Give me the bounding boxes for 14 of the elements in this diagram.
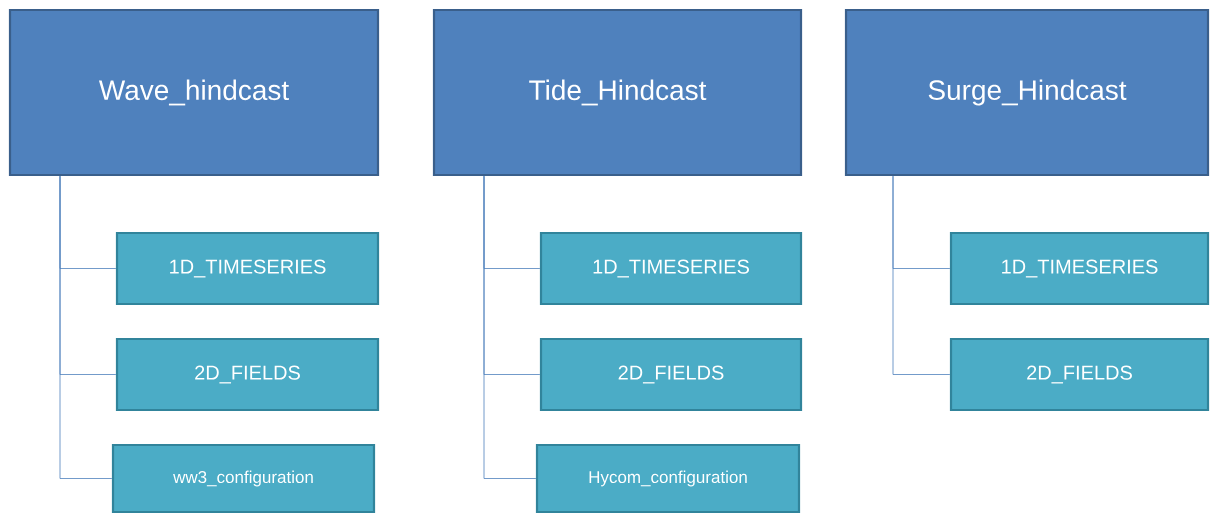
child-box: ww3_configuration xyxy=(111,443,376,514)
connector-line xyxy=(892,175,951,375)
child-box: 2D_FIELDS xyxy=(949,337,1210,412)
parent-box: Surge_Hindcast xyxy=(844,8,1210,177)
child-box: 1D_TIMESERIES xyxy=(115,231,380,306)
connector-line xyxy=(59,175,113,479)
child-box: 2D_FIELDS xyxy=(539,337,803,412)
connector-line xyxy=(483,175,537,479)
child-box: 1D_TIMESERIES xyxy=(539,231,803,306)
parent-box: Tide_Hindcast xyxy=(432,8,803,177)
child-box: 1D_TIMESERIES xyxy=(949,231,1210,306)
child-box: Hycom_configuration xyxy=(535,443,801,514)
parent-box: Wave_hindcast xyxy=(8,8,380,177)
child-box: 2D_FIELDS xyxy=(115,337,380,412)
